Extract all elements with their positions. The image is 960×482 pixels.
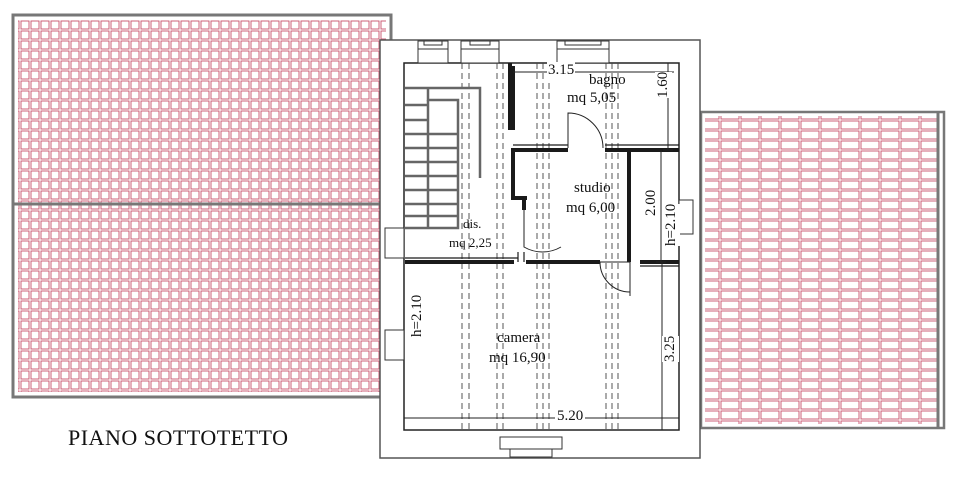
room-label-camera: camera	[497, 330, 541, 346]
roof-windows-top	[417, 40, 610, 64]
room-area-dis: mq 2,25	[449, 235, 492, 250]
side-windows	[384, 199, 694, 361]
left-roof	[11, 13, 393, 399]
roof-window-bottom	[499, 436, 563, 458]
interior-walls-thin	[405, 144, 679, 267]
door-swings	[523, 112, 631, 296]
room-area-bagno: mq 5,05	[567, 90, 617, 106]
dimension-bottom-width: 5.20	[555, 408, 586, 425]
dimension-left-height: h=2.10	[409, 294, 425, 337]
dimension-right-lower: 3.25	[662, 335, 679, 362]
dimension-studio-height: h=2.10	[663, 203, 680, 246]
room-area-studio: mq 6,00	[566, 200, 616, 216]
right-roof	[699, 110, 946, 430]
dimension-right-upper: 1.60	[655, 71, 672, 98]
room-area-camera: mq 16,90	[489, 350, 546, 366]
dimension-top-width: 3.15	[547, 62, 576, 79]
beam-lines	[461, 63, 619, 430]
room-label-studio: studio	[574, 180, 611, 196]
room-label-dis: dis.	[463, 216, 482, 231]
staircase	[405, 86, 482, 230]
room-label-bagno: bagno	[589, 72, 626, 88]
plan-title: PIANO SOTTOTETTO	[68, 425, 289, 450]
dimension-right-middle: 2.00	[643, 189, 660, 216]
building-outline	[379, 39, 701, 459]
